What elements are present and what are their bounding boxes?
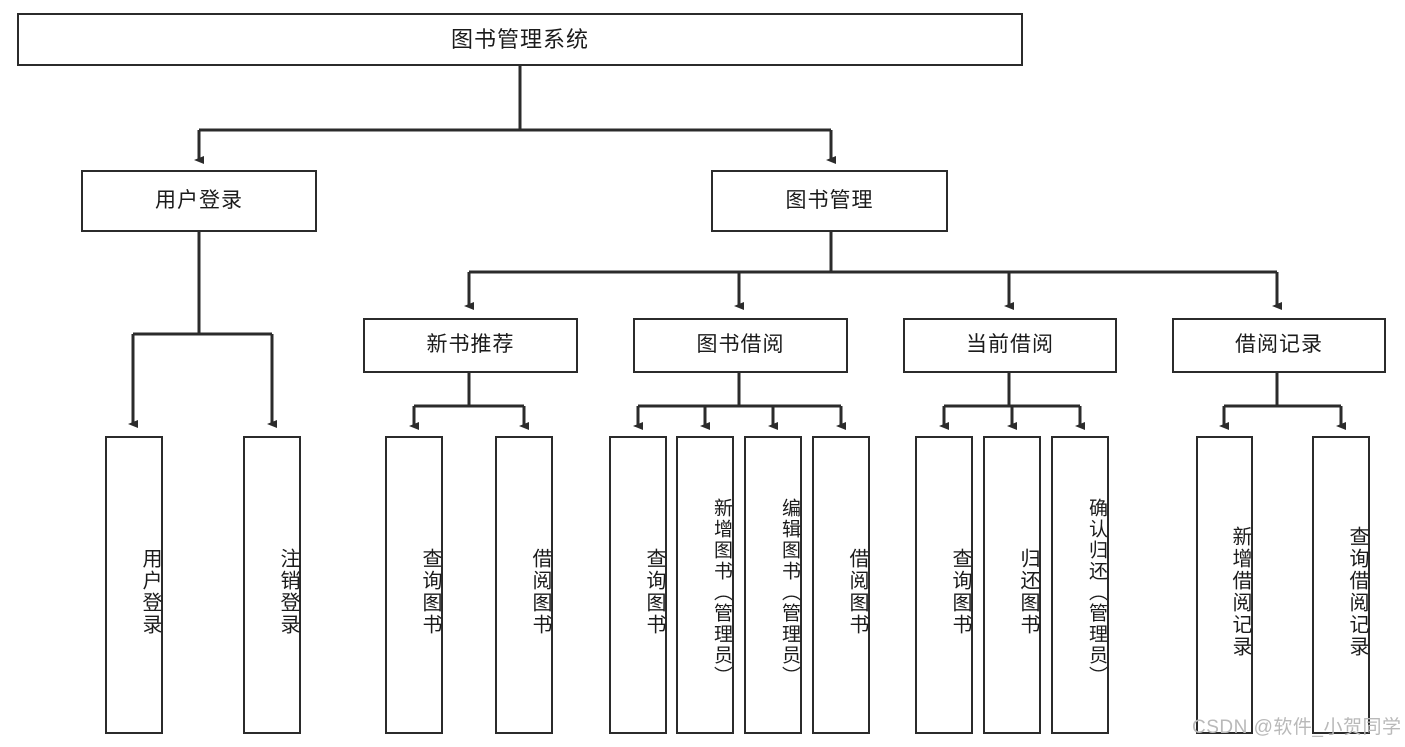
node-label: 查询图书	[419, 548, 441, 636]
node-label: 用户登录	[139, 548, 161, 636]
node-label: 图书管理系统	[450, 26, 589, 52]
node-label: 借阅图书	[529, 548, 551, 636]
node-label: 注销登录	[277, 548, 299, 636]
leaf-query-book-borrow[interactable]: 查询图书	[609, 436, 667, 734]
node-label: 新书推荐	[426, 333, 515, 357]
node-new-book-recommend[interactable]: 新书推荐	[363, 318, 578, 373]
leaf-user-login[interactable]: 用户登录	[105, 436, 163, 734]
leaf-return-book[interactable]: 归还图书	[983, 436, 1041, 734]
leaf-query-book-recommend[interactable]: 查询图书	[385, 436, 443, 734]
node-label: 新增图书（管理员）	[711, 497, 732, 687]
leaf-borrow-book-recommend[interactable]: 借阅图书	[495, 436, 553, 734]
node-label: 借阅图书	[846, 548, 868, 636]
leaf-edit-book-admin[interactable]: 编辑图书（管理员）	[744, 436, 802, 734]
node-current-borrow[interactable]: 当前借阅	[903, 318, 1117, 373]
node-label: 图书借阅	[696, 333, 785, 357]
leaf-logout-login[interactable]: 注销登录	[243, 436, 301, 734]
node-label: 确认归还（管理员）	[1086, 497, 1107, 687]
leaf-query-borrow-record[interactable]: 查询借阅记录	[1312, 436, 1370, 734]
node-label: 借阅记录	[1235, 333, 1323, 357]
node-label: 查询图书	[949, 548, 971, 636]
node-user-login[interactable]: 用户登录	[81, 170, 317, 232]
node-label: 归还图书	[1017, 548, 1039, 636]
node-label: 新增借阅记录	[1229, 526, 1251, 658]
node-label: 图书管理	[785, 188, 874, 212]
node-label: 用户登录	[155, 188, 243, 212]
csdn-watermark: CSDN @软件_小贺同学	[1192, 717, 1402, 738]
node-label: 查询借阅记录	[1346, 526, 1368, 658]
node-borrow-record[interactable]: 借阅记录	[1172, 318, 1386, 373]
node-book-borrow[interactable]: 图书借阅	[633, 318, 848, 373]
node-label: 编辑图书（管理员）	[779, 497, 800, 687]
node-book-management[interactable]: 图书管理	[711, 170, 948, 232]
leaf-query-book-current[interactable]: 查询图书	[915, 436, 973, 734]
node-label: 查询图书	[643, 548, 665, 636]
leaf-borrow-book[interactable]: 借阅图书	[812, 436, 870, 734]
node-label: 当前借阅	[966, 333, 1054, 357]
leaf-confirm-return-admin[interactable]: 确认归还（管理员）	[1051, 436, 1109, 734]
leaf-add-book-admin[interactable]: 新增图书（管理员）	[676, 436, 734, 734]
node-root-book-management-system[interactable]: 图书管理系统	[17, 13, 1023, 66]
leaf-add-borrow-record[interactable]: 新增借阅记录	[1196, 436, 1253, 734]
